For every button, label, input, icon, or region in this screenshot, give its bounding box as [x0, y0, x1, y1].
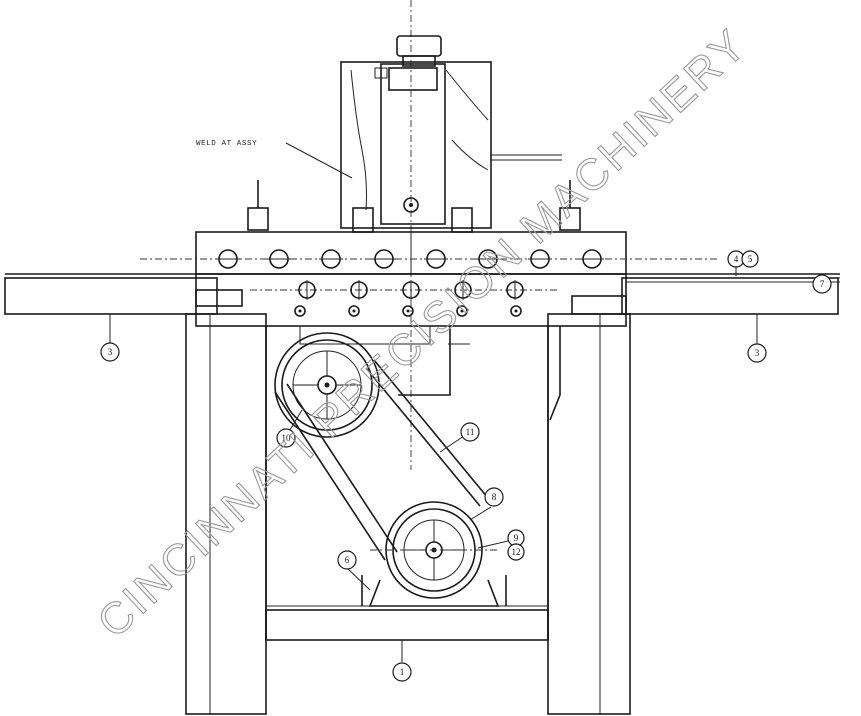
callout-c4: 4	[727, 250, 745, 268]
callout-c8: 8	[484, 487, 504, 507]
bolt	[510, 305, 522, 317]
callout-label: 7	[820, 279, 825, 289]
callout-c12: 12	[507, 543, 525, 561]
head-assembly	[340, 0, 562, 470]
callout-label: 3	[108, 347, 113, 357]
callout-c7: 7	[812, 274, 832, 294]
callout-c9: 9	[507, 529, 525, 547]
callout-label: 8	[492, 492, 497, 502]
lower-hole	[298, 280, 316, 300]
callout-c10: 10	[276, 428, 296, 448]
watermark-text: CINCINNATI PRECISION MACHINERY	[88, 19, 756, 647]
upper-hole	[476, 249, 500, 269]
upper-hole	[528, 249, 552, 269]
belt-drive	[274, 332, 507, 607]
callout-label: 9	[514, 533, 519, 543]
upper-hole	[267, 249, 291, 269]
callout-label: 10	[282, 433, 292, 443]
lower-hole	[454, 280, 472, 300]
bolt-row	[294, 305, 522, 317]
upper-hole	[216, 249, 240, 269]
lower-hole-row	[298, 280, 524, 300]
callout-c5: 5	[741, 250, 759, 268]
lower-hole	[506, 280, 524, 300]
table-top	[4, 273, 840, 315]
bolt	[456, 305, 468, 317]
frame	[185, 313, 631, 715]
weld-note: WELD AT ASSY	[196, 140, 353, 179]
upper-hole	[580, 249, 604, 269]
callout-label: 5	[748, 254, 753, 264]
lower-hole	[402, 280, 420, 300]
callout-c11: 11	[460, 422, 480, 442]
lower-hole	[350, 280, 368, 300]
callout-label: 12	[512, 547, 521, 557]
weld-note-text: WELD AT ASSY	[196, 140, 257, 148]
callout-c3r: 3	[747, 343, 767, 363]
upper-hole	[372, 249, 396, 269]
upper-hole	[424, 249, 448, 269]
callout-label: 1	[400, 667, 405, 677]
callout-c1: 1	[392, 662, 412, 682]
callout-label: 3	[755, 348, 760, 358]
callout-label: 4	[734, 254, 739, 264]
upper-hole-row	[216, 249, 604, 269]
adjustment-screws	[247, 180, 581, 231]
bolt	[294, 305, 306, 317]
upper-hole	[319, 249, 343, 269]
bolt	[402, 305, 414, 317]
callout-c3l: 3	[100, 342, 120, 362]
callout-label: 11	[466, 427, 475, 437]
callout-c6: 6	[337, 550, 357, 570]
callout-label: 6	[345, 555, 350, 565]
bolt	[348, 305, 360, 317]
